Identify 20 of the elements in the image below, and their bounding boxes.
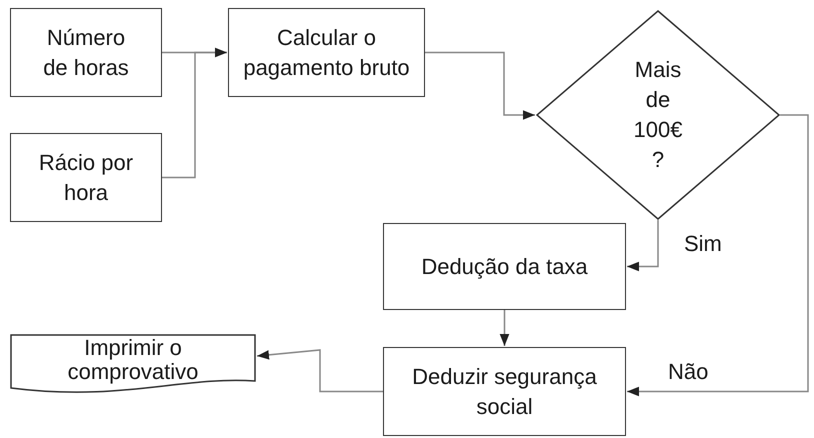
node-text: Número de horas xyxy=(42,24,130,82)
node-text: Dedução da taxa xyxy=(421,252,588,281)
connector-arrow xyxy=(162,48,227,178)
connector-arrow xyxy=(500,310,510,346)
document-shape xyxy=(10,334,256,390)
node-text: Calcular o pagamento bruto xyxy=(242,24,411,82)
decision-diamond xyxy=(536,10,780,220)
process-box xyxy=(10,133,162,222)
process-box xyxy=(383,347,626,436)
node-text: Imprimir o comprovativo xyxy=(66,336,200,384)
process-box xyxy=(383,223,626,310)
connector-arrow xyxy=(627,220,659,272)
connector-arrow xyxy=(256,349,383,392)
process-box xyxy=(10,8,162,97)
node-text: Rácio por hora xyxy=(38,148,134,206)
process-box xyxy=(228,8,425,97)
connector-arrow xyxy=(627,114,809,396)
node-text: Deduzir segurança social xyxy=(411,362,598,420)
connector-arrow xyxy=(425,52,535,120)
node-text: Mais de 100€ ? xyxy=(632,56,684,174)
